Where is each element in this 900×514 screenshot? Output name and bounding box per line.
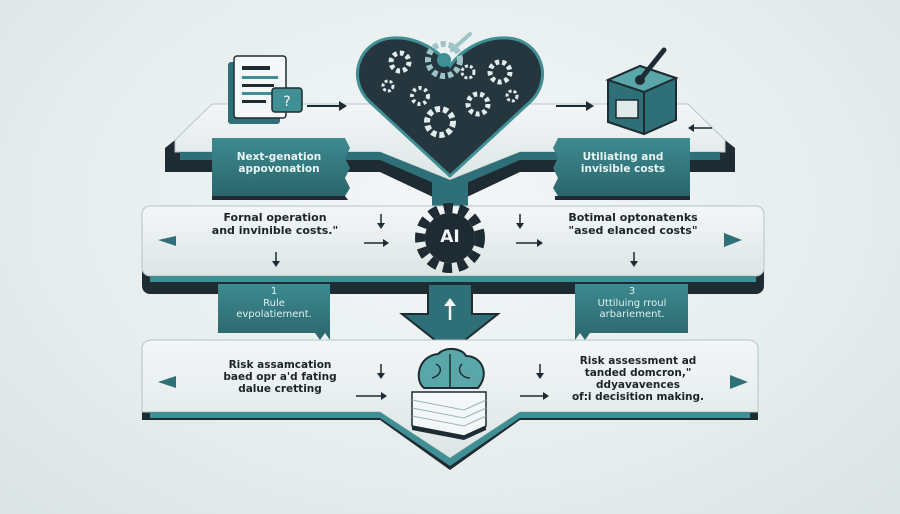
- middle-left-line1: Fornal operation: [223, 211, 327, 224]
- bottom-right-text: Risk assessment ad tanded domcron," ddya…: [548, 355, 728, 403]
- middle-right-tag-line2: arbariement.: [599, 309, 665, 320]
- middle-tags: [218, 284, 688, 340]
- middle-right-tag-line1: Uttiluing rroul: [597, 297, 667, 309]
- middle-right-tag-number: 3: [628, 286, 636, 297]
- bottom-left-text: Risk assamcation baed opr a'd fating dal…: [200, 359, 360, 395]
- top-right-tag: Utiliating and invisible costs: [560, 151, 686, 175]
- bottom-left-line2: baed opr a'd fating: [223, 371, 337, 384]
- middle-right-line1: Botimal optonatenks: [568, 211, 698, 224]
- middle-left-line2: and invinible costs.": [211, 223, 339, 237]
- right-arrow-icon: [724, 233, 742, 247]
- bottom-left-line3: dalue cretting: [238, 383, 322, 396]
- top-tags: [212, 138, 690, 200]
- top-right-tag-line1: Utiliating and: [582, 151, 664, 163]
- middle-right-text: Botimal optonatenks "ased elanced costs": [548, 211, 718, 237]
- bottom-right-line2: tanded domcron,": [584, 367, 692, 380]
- server-box-icon: [605, 47, 679, 136]
- middle-right-line2: "ased elanced costs": [568, 223, 698, 237]
- top-left-tag: Next-genation appovonation: [216, 151, 342, 175]
- top-left-tag-line1: Next-genation: [236, 151, 322, 163]
- bottom-right-arrow-icon: [730, 375, 748, 389]
- bottom-left-line1: Risk assamcation: [228, 359, 332, 371]
- ai-badge-label: AI: [440, 227, 460, 247]
- bottom-right-line4: of:i decisition making.: [571, 391, 705, 404]
- top-left-tag-line2: appovonation: [238, 163, 320, 176]
- ai-gear-icon: [415, 203, 485, 273]
- middle-left-tag-number: 1: [270, 286, 278, 297]
- middle-left-tag-line2: evpolatiement.: [236, 309, 312, 320]
- svg-text:?: ?: [283, 94, 290, 110]
- left-arrow-icon: [158, 236, 176, 246]
- bottom-right-line1: Risk assessment ad: [579, 355, 697, 367]
- middle-left-tag: 1 Rule evpolatiement.: [222, 286, 326, 321]
- middle-left-tag-line1: Rule: [263, 297, 285, 309]
- middle-left-text: Fornal operation and invinible costs.": [200, 211, 350, 237]
- brain-papers-icon: [411, 348, 487, 440]
- bottom-right-line3: ddyavavences: [596, 379, 680, 392]
- top-right-tag-line2: invisible costs: [580, 163, 666, 176]
- documents-icon: ?: [228, 55, 303, 124]
- bottom-left-arrow-icon: [158, 376, 176, 388]
- center-connector: [432, 180, 468, 206]
- heart-gears-icon: [355, 32, 545, 179]
- middle-right-tag: 3 Uttiluing rroul arbariement.: [580, 286, 684, 321]
- center-down-arrow: [399, 283, 501, 354]
